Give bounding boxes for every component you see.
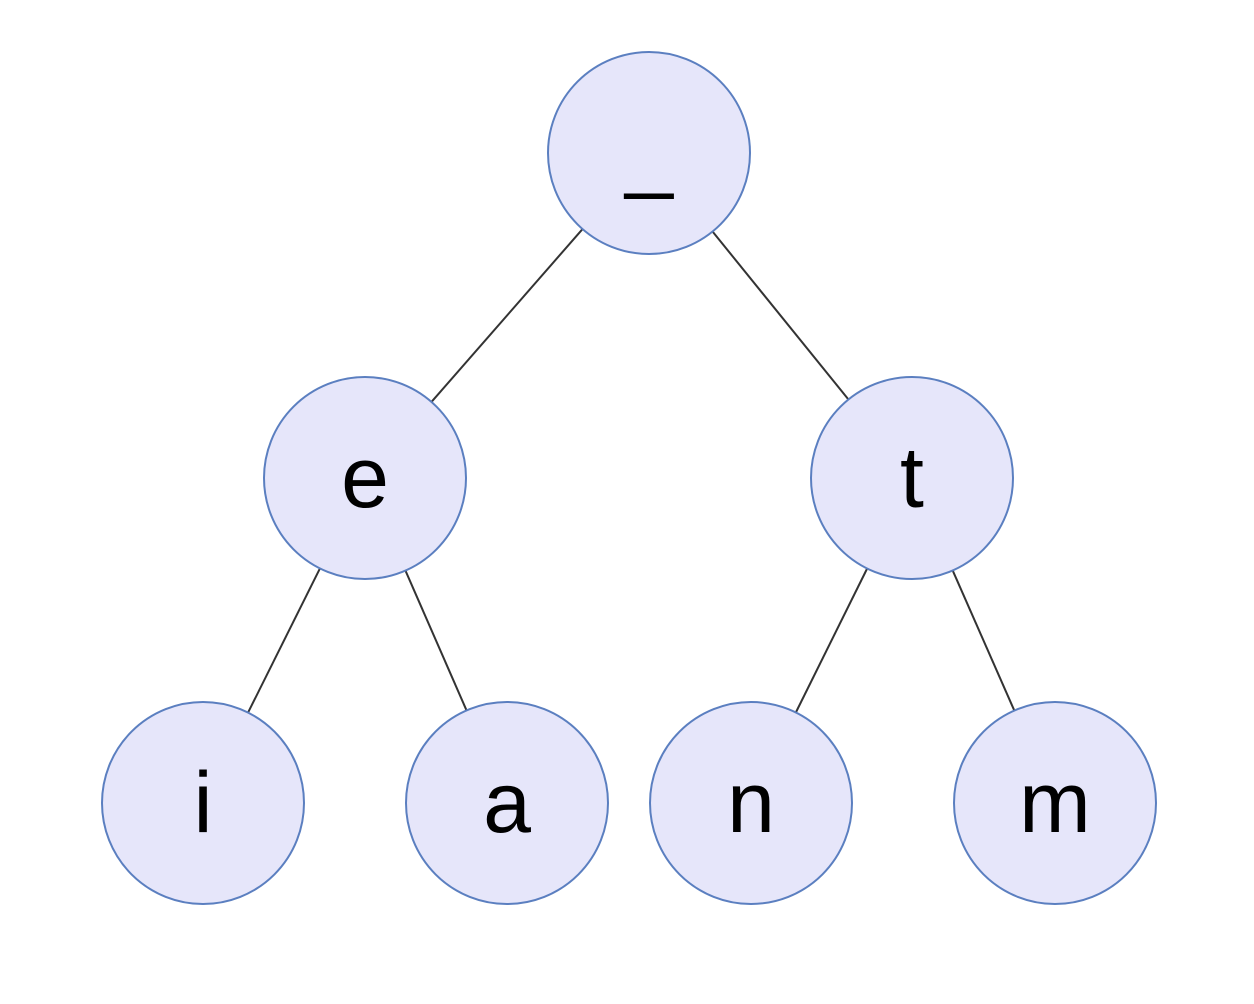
node-circle-n <box>649 701 853 905</box>
node-circle-root <box>547 51 751 255</box>
tree-node-n: n <box>649 701 853 905</box>
tree-node-t: t <box>810 376 1014 580</box>
tree-nodes: _e i a t n m <box>101 51 1157 905</box>
tree-node-e: e <box>263 376 467 580</box>
edge-e-i <box>247 567 321 714</box>
edge-t-m <box>951 570 1016 711</box>
node-circle-e <box>263 376 467 580</box>
node-circle-t <box>810 376 1014 580</box>
node-label-e: e <box>341 430 389 526</box>
node-circle-m <box>953 701 1157 905</box>
node-label-i: i <box>193 755 212 851</box>
edge-root-t <box>711 230 850 401</box>
node-label-a: a <box>483 755 531 851</box>
tree-node-a: a <box>405 701 609 905</box>
node-circle-i <box>101 701 305 905</box>
node-label-n: n <box>727 755 775 851</box>
tree-node-i: i <box>101 701 305 905</box>
node-label-root: _ <box>623 105 674 201</box>
edge-e-a <box>404 570 468 711</box>
tree-edges <box>247 228 1016 714</box>
edge-t-n <box>794 568 869 713</box>
node-label-t: t <box>900 430 924 526</box>
edge-root-e <box>430 228 584 403</box>
node-label-m: m <box>1019 755 1091 851</box>
tree-node-root: _ <box>547 51 751 255</box>
node-circle-a <box>405 701 609 905</box>
tree-node-m: m <box>953 701 1157 905</box>
